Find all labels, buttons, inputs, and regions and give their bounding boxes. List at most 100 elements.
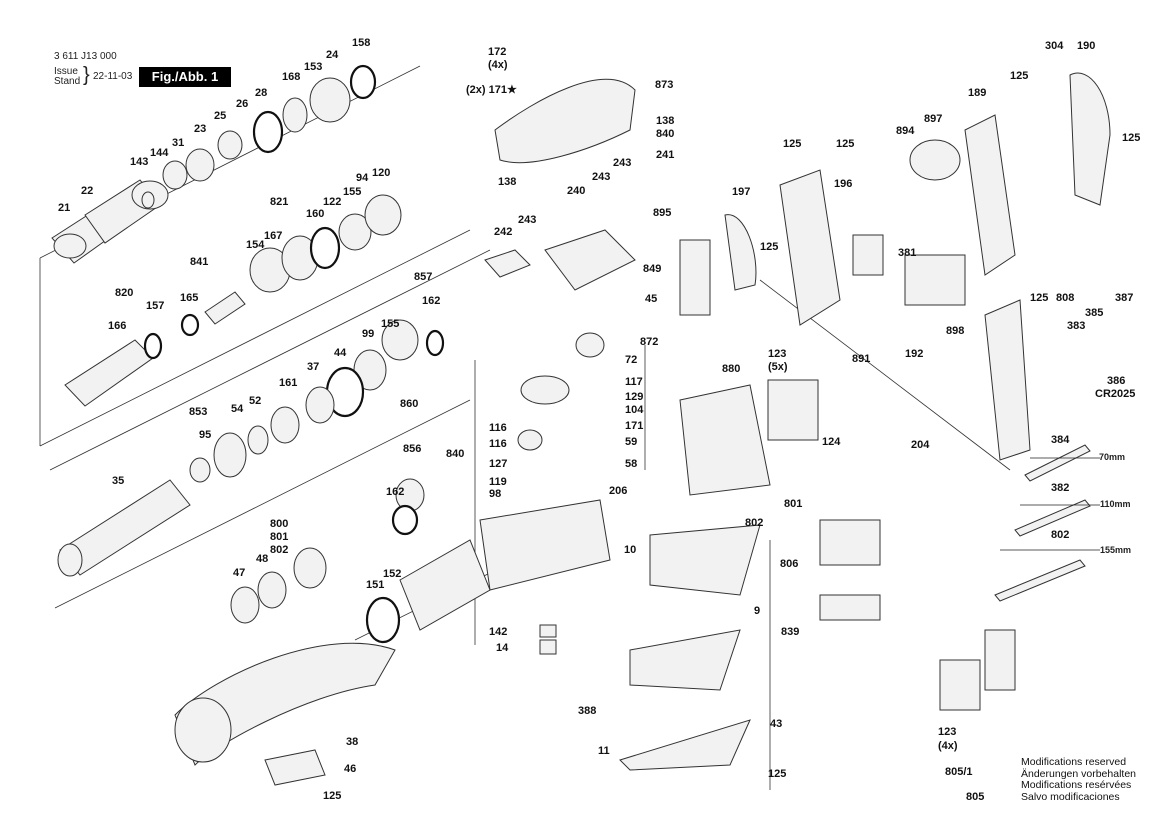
part-label: 45 xyxy=(645,293,657,305)
part-label: 125 xyxy=(783,138,801,150)
part-label: 241 xyxy=(656,149,674,161)
part-label: 853 xyxy=(189,406,207,418)
part-label: 124 xyxy=(822,436,841,448)
part-label: 155 xyxy=(343,186,361,198)
part-label: 240 xyxy=(567,185,585,197)
part-label: (2x) 171★ xyxy=(466,84,517,96)
part-label: 206 xyxy=(609,485,627,497)
part-label: 197 xyxy=(732,186,750,198)
part-label: 895 xyxy=(653,207,671,219)
part-label: 802 xyxy=(745,517,763,529)
part-label: 116 xyxy=(489,422,507,434)
part-label: 802 xyxy=(270,544,288,556)
part-label: (4x) xyxy=(488,59,508,71)
part-label: 116 xyxy=(489,438,507,450)
issue-label: Issue xyxy=(54,66,78,77)
cable-length-label: 110mm xyxy=(1100,499,1131,509)
part-label: 23 xyxy=(194,123,206,135)
notice-line: Salvo modificaciones xyxy=(1021,790,1120,803)
modifications-notice: Modifications reserved Änderungen vorbeh… xyxy=(1021,756,1136,803)
gear-housing-group xyxy=(479,79,819,771)
part-label: 54 xyxy=(231,403,244,415)
part-label: 894 xyxy=(896,125,915,137)
part-label: 46 xyxy=(344,763,356,775)
part-label: 856 xyxy=(403,443,421,455)
part-label: 144 xyxy=(150,147,169,159)
part-label: 104 xyxy=(625,404,644,416)
part-label: 385 xyxy=(1085,307,1103,319)
part-label: 125 xyxy=(1030,292,1048,304)
part-label: 44 xyxy=(334,347,347,359)
part-label: 129 xyxy=(625,391,643,403)
part-label: 897 xyxy=(924,113,942,125)
part-label: 155 xyxy=(381,318,399,330)
part-label: 860 xyxy=(400,398,418,410)
part-label: 382 xyxy=(1051,482,1069,494)
part-label: 59 xyxy=(625,436,637,448)
part-label: 383 xyxy=(1067,320,1085,332)
part-label: 125 xyxy=(323,790,341,802)
part-label: 14 xyxy=(496,642,509,654)
part-label: 805/1 xyxy=(945,766,973,778)
part-label: 142 xyxy=(489,626,507,638)
part-label: 243 xyxy=(518,214,536,226)
part-label: 125 xyxy=(768,768,786,780)
part-label: 802 xyxy=(1051,529,1069,541)
part-label: 839 xyxy=(781,626,799,638)
part-label: 304 xyxy=(1045,40,1064,52)
part-label: (5x) xyxy=(768,361,788,373)
part-label: 125 xyxy=(1122,132,1140,144)
part-label: 26 xyxy=(236,98,248,110)
part-label: 196 xyxy=(834,178,852,190)
part-label: 386 xyxy=(1107,375,1125,387)
part-label: 166 xyxy=(108,320,126,332)
part-label: 37 xyxy=(307,361,319,373)
part-label: 35 xyxy=(112,475,124,487)
cable-length-label: 70mm xyxy=(1099,452,1126,462)
part-label: 151 xyxy=(366,579,384,591)
part-label: 162 xyxy=(422,295,440,307)
part-label: 800 xyxy=(270,518,288,530)
part-label: 127 xyxy=(489,458,507,470)
part-label: 120 xyxy=(372,167,390,179)
part-label: 22 xyxy=(81,185,93,197)
part-label: 204 xyxy=(911,439,930,451)
part-label: 38 xyxy=(346,736,358,748)
part-label: 10 xyxy=(624,544,636,556)
part-label: 806 xyxy=(780,558,798,570)
impact-mechanism-group xyxy=(57,194,491,786)
part-label: (4x) xyxy=(938,740,958,752)
part-label: 94 xyxy=(356,172,369,184)
part-label: 47 xyxy=(233,567,245,579)
part-label: 153 xyxy=(304,61,322,73)
part-label: 190 xyxy=(1077,40,1095,52)
part-label: 143 xyxy=(130,156,148,168)
part-label: 52 xyxy=(249,395,261,407)
part-label: 125 xyxy=(836,138,854,150)
part-label: 801 xyxy=(270,531,288,543)
part-label: 808 xyxy=(1056,292,1074,304)
notice-line: Modifications reserved xyxy=(1021,756,1127,768)
part-label: 820 xyxy=(115,287,133,299)
part-label: 821 xyxy=(270,196,288,208)
part-label: 152 xyxy=(383,568,401,580)
part-label: 119 xyxy=(489,476,507,488)
part-label: 841 xyxy=(190,256,208,268)
part-label: 98 xyxy=(489,488,501,500)
part-label: 99 xyxy=(362,328,374,340)
part-label: 381 xyxy=(898,247,916,259)
part-label: 58 xyxy=(625,458,637,470)
part-label: 158 xyxy=(352,37,370,49)
part-label: 388 xyxy=(578,705,596,717)
cable-length-label: 155mm xyxy=(1100,545,1132,555)
part-label: 125 xyxy=(760,241,778,253)
part-label: 48 xyxy=(256,553,268,565)
part-label: 898 xyxy=(946,325,964,337)
part-label: 157 xyxy=(146,300,164,312)
part-label: 801 xyxy=(784,498,802,510)
part-label: 24 xyxy=(326,49,339,61)
part-label: 123 xyxy=(938,726,956,738)
part-label: 840 xyxy=(446,448,464,460)
